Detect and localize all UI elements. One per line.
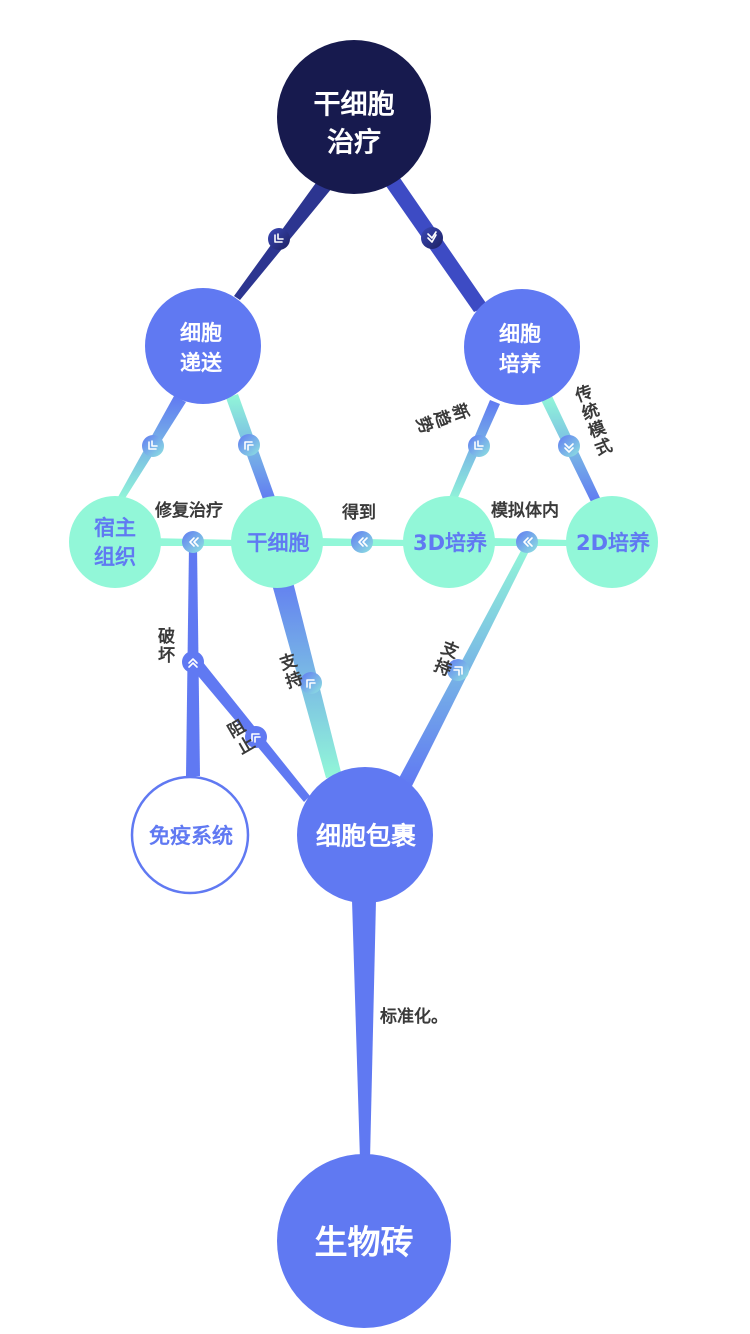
- edge-marker-repair[interactable]: [182, 531, 204, 553]
- node-label: 干细胞: [247, 531, 310, 555]
- edge-label-support-left: 支持: [277, 649, 306, 693]
- edge-marker-therapy-delivery[interactable]: [268, 228, 290, 250]
- chevron-up-left-icon: [306, 679, 316, 689]
- node-label-line-1: 宿主: [94, 516, 136, 540]
- node-cell-encapsulation[interactable]: 细胞包裹: [297, 767, 433, 903]
- double-chevron-left-icon: [358, 537, 368, 547]
- chevron-down-left-icon: [474, 440, 484, 450]
- edge-label-obtain: 得到: [341, 502, 376, 523]
- edge-marker-destroy[interactable]: [182, 651, 204, 673]
- edge-label-repair: 修复治疗: [154, 500, 223, 521]
- edge-marker-culture-2d[interactable]: [558, 435, 580, 457]
- chevron-down-left-icon: [274, 233, 284, 243]
- edge-label-simulate: 模拟体内: [491, 500, 559, 521]
- node-label: 免疫系统: [149, 824, 233, 848]
- chevron-down-right-icon: [427, 231, 437, 243]
- edge-marker-support-culture[interactable]: [447, 659, 469, 681]
- chevron-up-right-icon: [453, 666, 463, 676]
- node-label-line-2: 治疗: [327, 127, 381, 159]
- chevron-up-left-icon: [251, 733, 261, 743]
- edge-label-new-trend: 新趋势: [412, 401, 474, 438]
- chevron-up-left-icon: [244, 441, 254, 451]
- node-2d-culture[interactable]: 2D培养: [566, 496, 658, 588]
- edge-marker-culture-3d[interactable]: [468, 435, 490, 457]
- edge-marker-support-stem[interactable]: [300, 672, 322, 694]
- edge-marker-simulate[interactable]: [516, 531, 538, 553]
- edge-marker-delivery-stem[interactable]: [238, 434, 260, 456]
- edge-encapsulation-biobrick: [352, 900, 376, 1160]
- node-label: 生物砖: [315, 1223, 414, 1262]
- edge-markers: [142, 227, 580, 748]
- node-label-line-1: 细胞: [180, 321, 222, 345]
- node-stem-cell[interactable]: 干细胞: [231, 496, 323, 588]
- chevron-down-left-icon: [148, 440, 158, 450]
- node-bio-brick[interactable]: 生物砖: [277, 1154, 451, 1328]
- nodes: 干细胞 治疗 细胞 递送 细胞 培养 宿主 组织 干细胞 3D培养 2D培养: [69, 40, 658, 1328]
- node-stem-cell-therapy[interactable]: 干细胞 治疗: [277, 40, 431, 194]
- node-label: 2D培养: [576, 531, 650, 555]
- node-label-line-2: 培养: [499, 352, 541, 376]
- edge-label-destroy: 破坏: [158, 626, 175, 666]
- edge-marker-prevent[interactable]: [245, 726, 267, 748]
- double-chevron-left-icon: [523, 537, 533, 547]
- node-host-tissue[interactable]: 宿主 组织: [69, 496, 161, 588]
- node-label-line-2: 递送: [180, 351, 223, 375]
- node-label-line-1: 细胞: [499, 322, 541, 346]
- node-label-line-1: 干细胞: [314, 89, 395, 121]
- double-chevron-up-icon: [188, 658, 198, 668]
- edge-label-standardize: 标准化。: [380, 1006, 448, 1027]
- node-label: 细胞包裹: [316, 822, 417, 851]
- edge-marker-delivery-host[interactable]: [142, 435, 164, 457]
- node-label: 3D培养: [413, 531, 487, 555]
- node-label-line-2: 组织: [94, 545, 136, 569]
- node-cell-culture[interactable]: 细胞 培养: [464, 289, 580, 405]
- double-chevron-left-icon: [189, 537, 199, 547]
- edge-marker-obtain[interactable]: [351, 531, 373, 553]
- node-3d-culture[interactable]: 3D培养: [403, 496, 495, 588]
- node-immune-system[interactable]: 免疫系统: [130, 775, 250, 895]
- chevron-down-icon: [564, 443, 574, 453]
- edge-marker-therapy-culture[interactable]: [421, 227, 443, 249]
- node-cell-delivery[interactable]: 细胞 递送: [145, 288, 261, 404]
